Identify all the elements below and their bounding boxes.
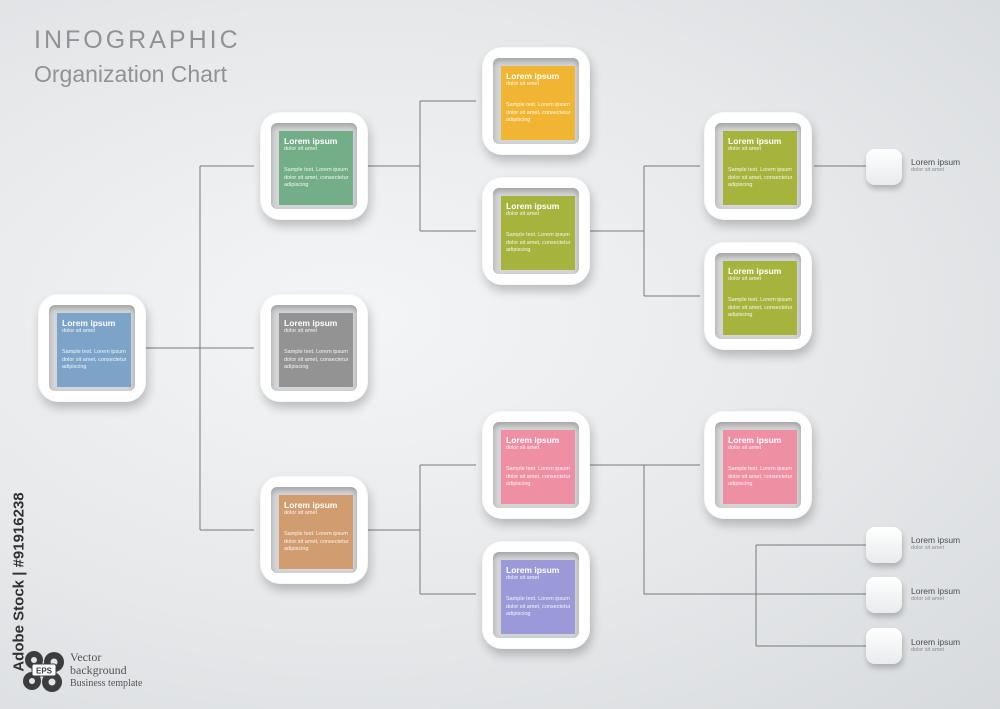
node-title: Lorem ipsum [506, 71, 560, 81]
node-card: Lorem ipsum dolor sit amet Sample text. … [57, 313, 131, 387]
node-title: Lorem ipsum [728, 136, 782, 146]
node-body: Sample text. Lorem ipsum dolor sit amet,… [506, 596, 571, 617]
org-node-brown[interactable]: Lorem ipsum dolor sit amet Sample text. … [260, 476, 368, 584]
node-title: Lorem ipsum [728, 435, 782, 445]
connector-brown [368, 464, 476, 595]
chart-subtitle: Organization Chart [34, 61, 228, 87]
org-node-gray[interactable]: Lorem ipsum dolor sit amet Sample text. … [260, 294, 368, 402]
node-title: Lorem ipsum [728, 266, 782, 276]
leaf-node-3[interactable] [866, 577, 902, 613]
leaf-label-1: Lorem ipsum dolor sit amet [911, 157, 960, 174]
node-subtitle: dolor sit amet [506, 445, 540, 451]
connector-olive-mid [590, 165, 700, 297]
node-body: Sample text. Lorem ipsum dolor sit amet,… [728, 167, 793, 188]
node-title: Lorem ipsum [284, 136, 338, 146]
connector-root [146, 165, 254, 531]
node-card: Lorem ipsum dolor sit amet Sample text. … [723, 261, 797, 335]
node-title: Lorem ipsum [284, 500, 338, 510]
node-card: Lorem ipsum dolor sit amet Sample text. … [501, 430, 575, 504]
node-subtitle: dolor sit amet [728, 146, 762, 152]
node-body: Sample text. Lorem ipsum dolor sit amet,… [506, 466, 571, 487]
org-node-olive-bottom[interactable]: Lorem ipsum dolor sit amet Sample text. … [704, 242, 812, 350]
org-node-green[interactable]: Lorem ipsum dolor sit amet Sample text. … [260, 112, 368, 220]
connector-leaves [755, 544, 866, 647]
node-card: Lorem ipsum dolor sit amet Sample text. … [723, 131, 797, 205]
leaf-label-4: Lorem ipsum dolor sit amet [911, 637, 960, 654]
node-subtitle: dolor sit amet [284, 510, 318, 516]
node-subtitle: dolor sit amet [284, 146, 318, 152]
node-card: Lorem ipsum dolor sit amet Sample text. … [279, 495, 353, 569]
node-body: Sample text. Lorem ipsum dolor sit amet,… [506, 102, 571, 123]
node-subtitle: dolor sit amet [284, 328, 318, 334]
node-subtitle: dolor sit amet [728, 276, 762, 282]
node-card: Lorem ipsum dolor sit amet Sample text. … [501, 196, 575, 270]
stock-id-text: Adobe Stock | #91916238 [10, 492, 28, 672]
leaf-node-2[interactable] [866, 527, 902, 563]
node-subtitle: dolor sit amet [62, 328, 96, 334]
org-node-root[interactable]: Lorem ipsum dolor sit amet Sample text. … [38, 294, 146, 402]
leaf-subtitle: dolor sit amet [911, 647, 945, 653]
org-node-lavender[interactable]: Lorem ipsum dolor sit amet Sample text. … [482, 541, 590, 649]
node-body: Sample text. Lorem ipsum dolor sit amet,… [506, 232, 571, 253]
node-subtitle: dolor sit amet [506, 81, 540, 87]
org-node-pink[interactable]: Lorem ipsum dolor sit amet Sample text. … [482, 411, 590, 519]
node-card: Lorem ipsum dolor sit amet Sample text. … [501, 66, 575, 140]
node-card: Lorem ipsum dolor sit amet Sample text. … [279, 131, 353, 205]
infographic-title: INFOGRAPHIC [34, 26, 241, 54]
node-title: Lorem ipsum [62, 318, 116, 328]
org-node-orange[interactable]: Lorem ipsum dolor sit amet Sample text. … [482, 47, 590, 155]
org-node-olive-top[interactable]: Lorem ipsum dolor sit amet Sample text. … [704, 112, 812, 220]
org-node-pink-right[interactable]: Lorem ipsum dolor sit amet Sample text. … [704, 411, 812, 519]
eps-icon: EPS [23, 651, 64, 692]
leaf-node-4[interactable] [866, 628, 902, 664]
node-title: Lorem ipsum [506, 435, 560, 445]
badge-line-3: Business template [70, 678, 143, 689]
badge-line-2: background [70, 663, 127, 677]
stock-id-label: Adobe Stock | #91916238 [4, 492, 34, 672]
node-body: Sample text. Lorem ipsum dolor sit amet,… [284, 531, 349, 552]
leaf-node-1[interactable] [866, 149, 902, 185]
node-subtitle: dolor sit amet [728, 445, 762, 451]
leaf-subtitle: dolor sit amet [911, 167, 945, 173]
node-subtitle: dolor sit amet [506, 575, 540, 581]
node-title: Lorem ipsum [284, 318, 338, 328]
node-card: Lorem ipsum dolor sit amet Sample text. … [723, 430, 797, 504]
leaf-title: Lorem ipsum [911, 157, 961, 167]
node-body: Sample text. Lorem ipsum dolor sit amet,… [284, 167, 349, 188]
badge-line-1: Vector [70, 650, 102, 664]
leaf-subtitle: dolor sit amet [911, 545, 945, 551]
leaf-subtitle: dolor sit amet [911, 596, 945, 602]
org-node-olive[interactable]: Lorem ipsum dolor sit amet Sample text. … [482, 177, 590, 285]
eps-icon-label: EPS [36, 667, 53, 676]
leaf-title: Lorem ipsum [911, 535, 961, 545]
node-body: Sample text. Lorem ipsum dolor sit amet,… [728, 297, 793, 318]
node-card: Lorem ipsum dolor sit amet Sample text. … [279, 313, 353, 387]
node-body: Sample text. Lorem ipsum dolor sit amet,… [728, 466, 793, 487]
format-badge: Vector background Business template [70, 651, 143, 690]
node-body: Sample text. Lorem ipsum dolor sit amet,… [62, 349, 127, 370]
node-card: Lorem ipsum dolor sit amet Sample text. … [501, 560, 575, 634]
node-title: Lorem ipsum [506, 201, 560, 211]
leaf-title: Lorem ipsum [911, 586, 961, 596]
connector-green [368, 100, 476, 232]
connector-pink [590, 464, 866, 595]
leaf-title: Lorem ipsum [911, 637, 961, 647]
node-title: Lorem ipsum [506, 565, 560, 575]
node-body: Sample text. Lorem ipsum dolor sit amet,… [284, 349, 349, 370]
leaf-label-2: Lorem ipsum dolor sit amet [911, 535, 960, 552]
leaf-label-3: Lorem ipsum dolor sit amet [911, 586, 960, 603]
node-subtitle: dolor sit amet [506, 211, 540, 217]
